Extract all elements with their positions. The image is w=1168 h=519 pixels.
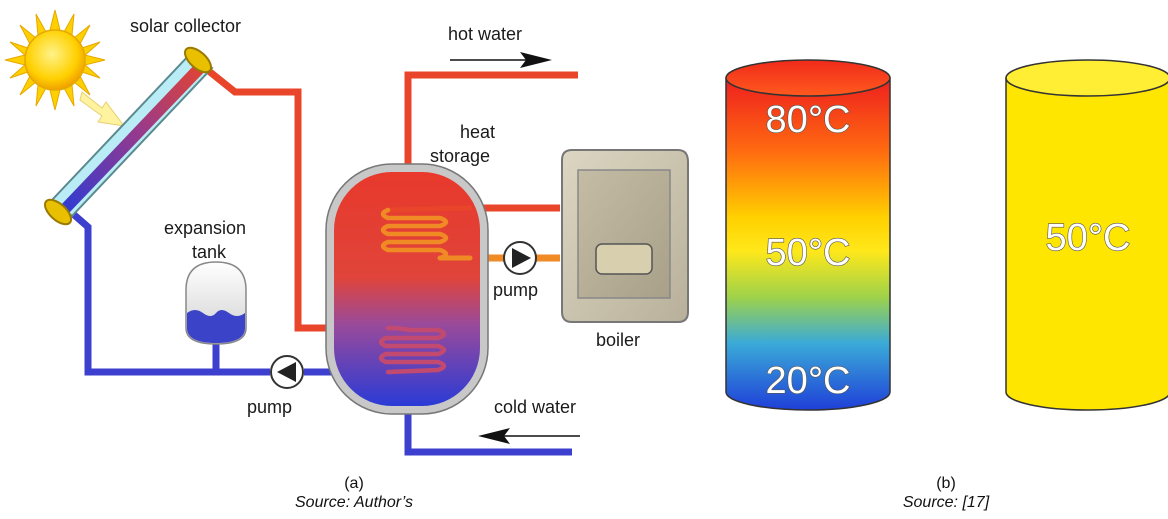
expansion-tank: [185, 261, 247, 345]
caption-b: (b) Source: [17]: [846, 474, 1046, 512]
mixed-tank: 50°C: [1005, 59, 1168, 411]
label-heat-storage-1: heat: [460, 122, 495, 142]
sun-icon: [4, 9, 106, 111]
label-cold-water: cold water: [494, 397, 576, 417]
solar-collector: [43, 46, 214, 226]
label-solar-collector: solar collector: [130, 16, 241, 36]
label-hot-water: hot water: [448, 24, 522, 44]
label-pump-left: pump: [247, 397, 292, 417]
caption-b-source: Source: [17]: [902, 494, 990, 511]
label-boiler: boiler: [596, 330, 640, 350]
label-heat-storage-2: storage: [430, 146, 490, 166]
upper-coil: [380, 205, 473, 261]
label-expansion-tank-1: expansion: [164, 218, 246, 238]
stratified-tank: 80°C 50°C 20°C: [725, 59, 891, 411]
lower-coil: [378, 325, 447, 375]
pump-left-icon: [270, 355, 304, 389]
label-expansion-tank-2: tank: [192, 242, 227, 262]
label-temp-middle: 50°C: [766, 232, 851, 274]
label-temp-bottom: 20°C: [766, 360, 851, 402]
label-temp-uniform: 50°C: [1046, 217, 1131, 259]
boiler: [561, 149, 689, 323]
caption-a-label: (a): [344, 475, 364, 492]
sunlight-arrow-icon: [79, 91, 126, 127]
label-temp-top: 80°C: [766, 99, 851, 141]
caption-a: (a) Source: Author’s: [254, 474, 454, 512]
panel-a-diagram: solar collector hot water heat storage e…: [4, 9, 689, 456]
caption-a-source: Source: Author’s: [295, 494, 413, 511]
panel-b-diagram: 80°C 50°C 20°C 50°C: [725, 59, 1168, 411]
hot-water-arrow-icon: [450, 52, 552, 68]
cold-water-arrow-icon: [478, 428, 580, 444]
pump-right-icon: [503, 241, 537, 275]
label-pump-right: pump: [493, 280, 538, 300]
heat-storage-tank: [325, 163, 489, 415]
caption-b-label: (b): [936, 475, 956, 492]
